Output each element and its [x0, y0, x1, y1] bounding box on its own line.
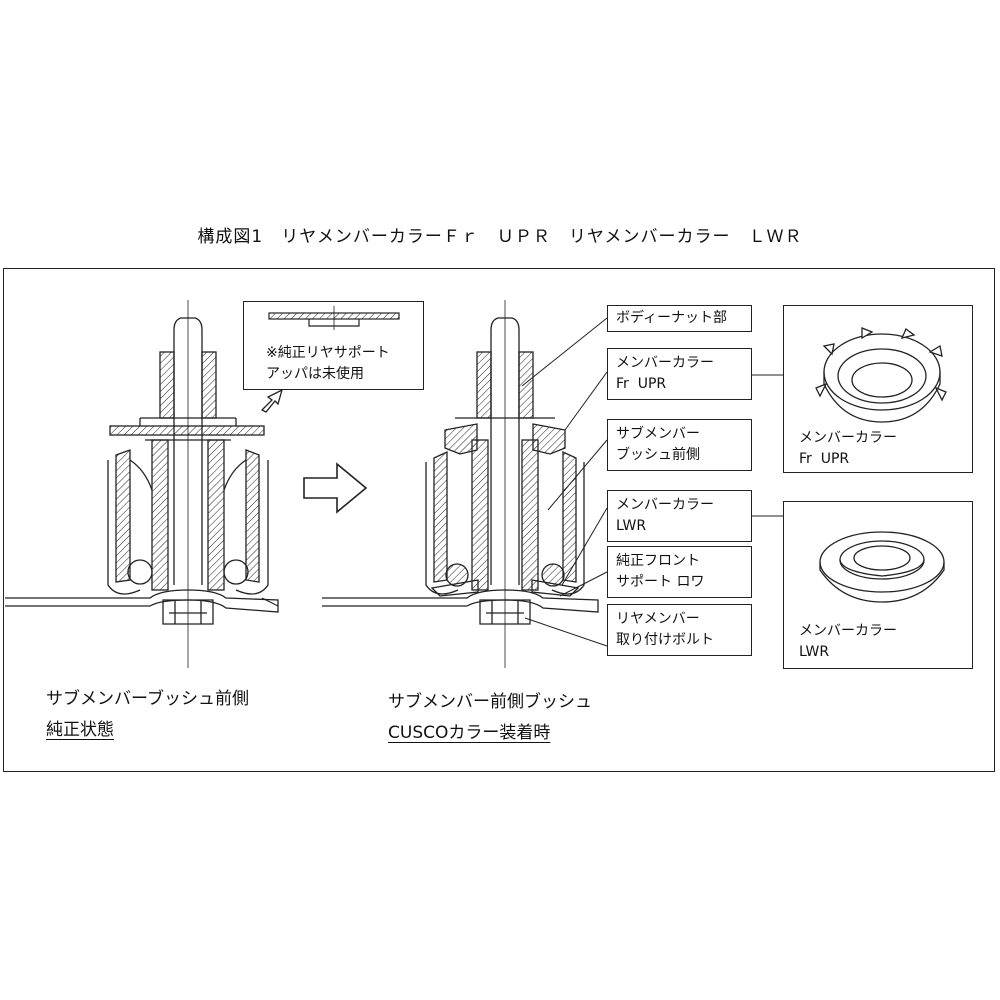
caption-right-line1: サブメンバー前側ブッシュ [388, 692, 592, 712]
note-box: ※純正リヤサポート アッパは未使用 [243, 301, 424, 390]
collar-upr-image [815, 327, 947, 423]
caption-right-line2: CUSCOカラー装着時 [388, 723, 551, 743]
figure-title: 構成図1 リヤメンバーカラーＦｒ ＵＰＲ リヤメンバーカラー ＬＷＲ [197, 227, 803, 247]
caption-left-line1: サブメンバーブッシュ前側 [46, 689, 249, 709]
callout-collar-lwr: メンバーカラー LWR [607, 490, 752, 542]
callout-front-support-lower: 純正フロント サポート ロワ [607, 546, 752, 598]
note-text-line2: アッパは未使用 [266, 366, 364, 382]
callout-collar-upr: メンバーカラー Fr UPR [607, 348, 752, 400]
part-image-lwr-box: メンバーカラー LWR [783, 501, 973, 669]
collar-lwr-image [819, 531, 945, 603]
note-text-line1: ※純正リヤサポート [266, 345, 390, 361]
left-stock-assembly [5, 300, 279, 668]
right-cusco-assembly [322, 300, 599, 668]
part-image-upr-box: メンバーカラー Fr UPR [783, 305, 973, 473]
callout-body-nut: ボディーナット部 [607, 305, 752, 332]
callout-mounting-bolt: リヤメンバー 取り付けボルト [607, 604, 752, 656]
figure-frame [3, 268, 995, 772]
callout-bushing-front: サブメンバー ブッシュ前側 [607, 419, 752, 471]
caption-left-line2: 純正状態 [46, 720, 114, 740]
